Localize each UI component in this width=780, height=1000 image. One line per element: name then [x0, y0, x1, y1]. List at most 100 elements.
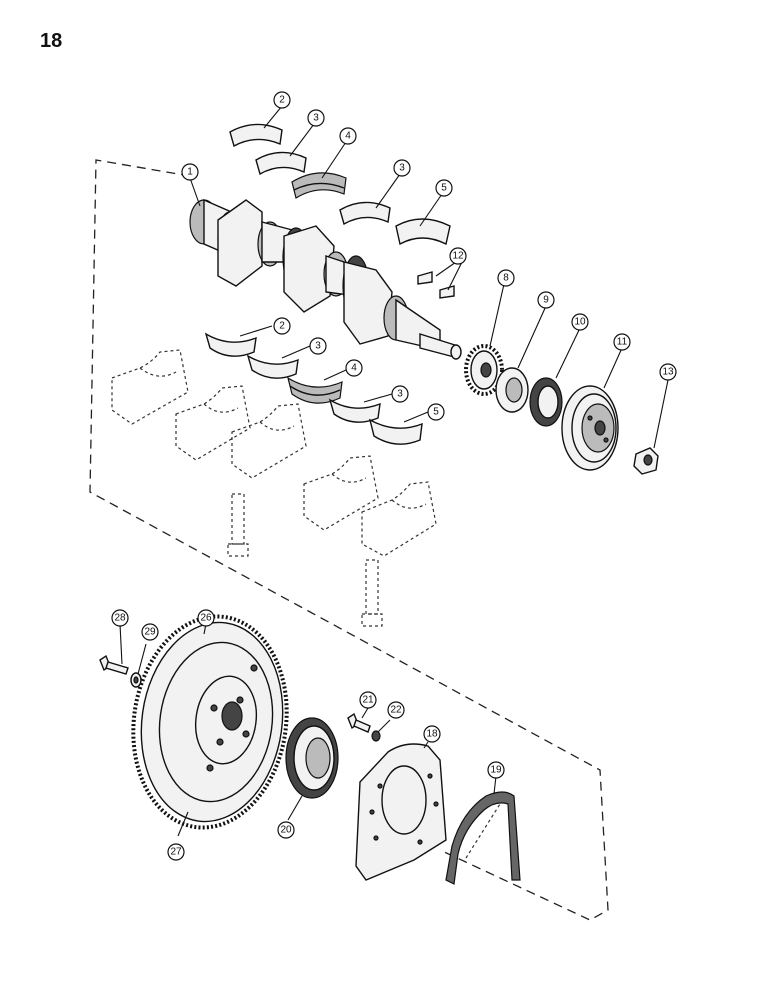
upper-bearing-shell-2	[229, 123, 283, 148]
callout-c28: 28	[111, 609, 129, 627]
callout-c13: 13	[659, 363, 677, 381]
callout-circle	[387, 701, 405, 719]
callout-label: 10	[574, 317, 586, 328]
callout-group: 2 3 4 3 5 1 12 8 9 10 11 13 2 3 4 3 5 26 28 29 21 22 18 19 20 27	[111, 91, 677, 861]
callout-label: 29	[144, 627, 156, 638]
callout-label: 2	[279, 321, 285, 332]
callout-circle	[449, 247, 467, 265]
callout-label: 4	[345, 131, 351, 142]
callout-circle	[345, 359, 363, 377]
callout-label: 21	[362, 695, 374, 706]
callout-c3b: 3	[393, 159, 411, 177]
callout-label: 3	[399, 163, 405, 174]
callout-label: 3	[315, 341, 321, 352]
rear-oil-seal-20	[285, 717, 339, 799]
callout-c21: 21	[359, 691, 377, 709]
callout-label: 18	[426, 729, 438, 740]
callout-circle	[197, 609, 215, 627]
pulley-nut-13	[633, 447, 659, 475]
callout-label: 9	[543, 295, 549, 306]
lock-washer-22	[371, 730, 381, 742]
callout-label: 27	[170, 847, 182, 858]
crankshaft-pulley-11	[561, 385, 619, 471]
callout-c11: 11	[613, 333, 631, 351]
callout-circle	[497, 269, 515, 287]
callout-label: 3	[313, 113, 319, 124]
callout-circle	[273, 317, 291, 335]
callout-c2b: 2	[273, 317, 291, 335]
callout-c1: 1	[181, 163, 199, 181]
callout-label: 5	[441, 183, 447, 194]
main-bearing-bolt-2	[361, 559, 383, 627]
callout-label: 11	[617, 337, 628, 348]
callout-circle	[141, 623, 159, 641]
callout-c3d: 3	[391, 385, 409, 403]
callout-label: 1	[187, 167, 193, 178]
callout-label: 13	[662, 367, 674, 378]
crankshaft	[189, 198, 462, 360]
callout-c4b: 4	[345, 359, 363, 377]
callout-label: 19	[490, 765, 502, 776]
callout-circle	[487, 761, 505, 779]
callout-label: 22	[390, 705, 402, 716]
flywheel-bolt-28	[99, 654, 129, 675]
lower-bearing-shell-3b	[328, 398, 381, 423]
callout-label: 8	[503, 273, 509, 284]
assembly-boundary	[89, 159, 609, 921]
main-bearing-cap-5	[361, 481, 437, 557]
callout-label: 26	[200, 613, 212, 624]
lower-bearing-shell-3a	[246, 354, 299, 379]
upper-bearing-shell-5	[395, 218, 451, 246]
callout-circle	[391, 385, 409, 403]
callout-label: 20	[280, 825, 292, 836]
callout-c2a: 2	[273, 91, 291, 109]
callout-c5b: 5	[427, 403, 445, 421]
callout-c19: 19	[487, 761, 505, 779]
main-bearing-cap-4	[303, 455, 379, 531]
callout-c27: 27	[167, 843, 185, 861]
lower-bearing-shell-2	[204, 332, 257, 357]
callout-c18: 18	[423, 725, 441, 743]
retainer-bolt-21	[347, 712, 371, 733]
callout-label: 3	[397, 389, 403, 400]
callout-c3a: 3	[307, 109, 325, 127]
main-bearing-cap-3	[231, 403, 307, 479]
callout-c29: 29	[141, 623, 159, 641]
page-number: 18	[40, 30, 63, 52]
callout-circle	[277, 821, 295, 839]
callout-c20: 20	[277, 821, 295, 839]
upper-bearing-shell-3a	[255, 151, 307, 176]
callout-circle	[273, 91, 291, 109]
retainer-gasket-19	[445, 791, 521, 885]
callout-circle	[181, 163, 199, 181]
oil-slinger-9	[495, 367, 529, 413]
woodruff-keys-12	[417, 271, 455, 299]
flywheel-ring-gear-26-27	[131, 614, 289, 830]
callout-circle	[307, 109, 325, 127]
callout-circle	[537, 291, 555, 309]
callout-circle	[393, 159, 411, 177]
callout-circle	[427, 403, 445, 421]
callout-circle	[309, 337, 327, 355]
callout-c12: 12	[449, 247, 467, 265]
callout-label: 28	[114, 613, 126, 624]
main-bearing-bolt-1	[227, 493, 249, 557]
callout-c4a: 4	[339, 127, 357, 145]
callout-c8: 8	[497, 269, 515, 287]
callout-c5a: 5	[435, 179, 453, 197]
upper-thrust-bearing-4	[291, 172, 347, 199]
callout-circle	[659, 363, 677, 381]
callout-c10: 10	[571, 313, 589, 331]
callout-circle	[613, 333, 631, 351]
callout-c26: 26	[197, 609, 215, 627]
callout-circle	[339, 127, 357, 145]
callout-c9: 9	[537, 291, 555, 309]
main-bearing-cap-2	[175, 385, 251, 461]
callout-circle	[435, 179, 453, 197]
callout-circle	[111, 609, 129, 627]
rear-seal-retainer-18	[355, 743, 447, 881]
crankshaft-gear-8	[464, 344, 504, 396]
lower-bearing-shell-5	[368, 418, 423, 445]
callout-circle	[423, 725, 441, 743]
